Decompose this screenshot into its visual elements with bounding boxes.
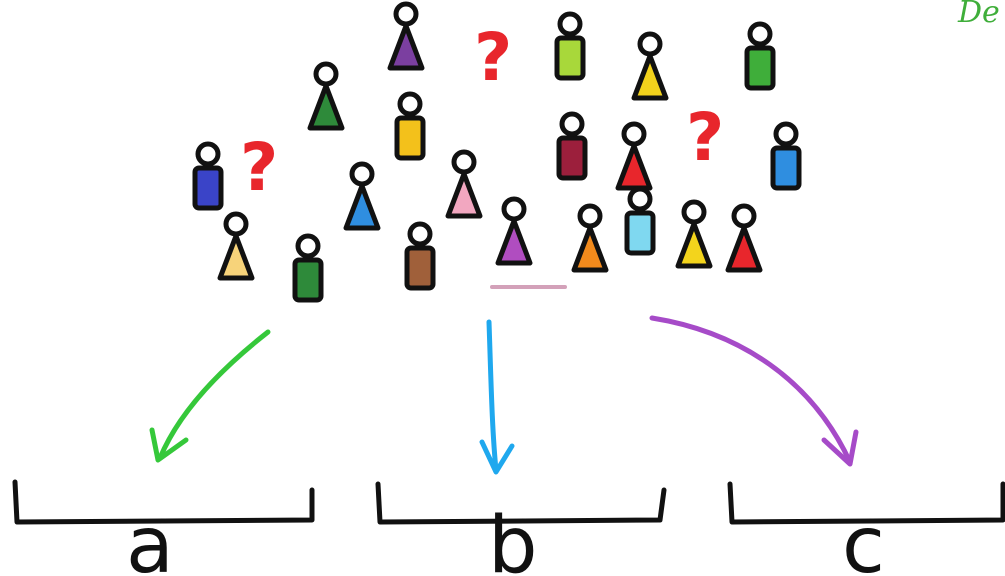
person-body: [307, 83, 345, 131]
person-figure: [394, 91, 426, 161]
person-head: [501, 196, 527, 222]
person-body: [217, 233, 255, 281]
person-head: [223, 211, 249, 237]
question-marks: ? ? ?: [240, 19, 724, 206]
person-body: [770, 145, 802, 191]
person-head: [393, 1, 419, 27]
person-head: [637, 31, 663, 57]
person-body: [675, 221, 713, 269]
person-head: [577, 203, 603, 229]
person-figure: [744, 21, 776, 91]
person-head: [195, 141, 221, 167]
person-body: [554, 35, 586, 81]
bucket-a: [12, 479, 315, 525]
person-figure: [624, 186, 656, 256]
person-figure: [343, 161, 381, 231]
person-figure: [631, 31, 669, 101]
person-body: [394, 115, 426, 161]
person-head: [773, 121, 799, 147]
person-head: [557, 11, 583, 37]
bucket-label-c: c: [842, 501, 885, 576]
person-figure: [556, 111, 588, 181]
person-figure: [571, 203, 609, 273]
person-body: [495, 218, 533, 266]
person-head: [747, 21, 773, 47]
person-body: [744, 45, 776, 91]
person-figure: [404, 221, 436, 291]
person-head: [407, 221, 433, 247]
person-figure: [192, 141, 224, 211]
person-body: [192, 165, 224, 211]
person-body: [631, 53, 669, 101]
person-figure: [725, 203, 763, 273]
person-figure: [675, 199, 713, 269]
person-body: [292, 257, 324, 303]
question-mark-3: ?: [686, 99, 724, 176]
person-figure: [615, 121, 653, 191]
person-head: [295, 233, 321, 259]
person-figure: [387, 1, 425, 71]
person-head: [627, 186, 653, 212]
person-figure: [770, 121, 802, 191]
person-body: [725, 225, 763, 273]
person-head: [731, 203, 757, 229]
person-head: [451, 149, 477, 175]
person-figure: [217, 211, 255, 281]
person-body: [556, 135, 588, 181]
person-head: [559, 111, 585, 137]
person-body: [624, 210, 656, 256]
person-head: [681, 199, 707, 225]
bucket-c: [727, 481, 1005, 525]
person-body: [404, 245, 436, 291]
arrow-to-a: [149, 329, 271, 463]
person-body: [343, 183, 381, 231]
bucket-label-a: a: [126, 501, 174, 576]
question-mark-2: ?: [240, 129, 278, 206]
corner-text: De: [957, 0, 1000, 30]
bucket-label-b: b: [488, 501, 538, 576]
person-figure: [307, 61, 345, 131]
person-head: [313, 61, 339, 87]
person-head: [349, 161, 375, 187]
person-head: [621, 121, 647, 147]
crowd: [192, 1, 802, 303]
person-body: [445, 171, 483, 219]
question-mark-1: ?: [474, 19, 512, 96]
person-figure: [445, 149, 483, 219]
person-body: [387, 23, 425, 71]
person-figure: [292, 233, 324, 303]
person-figure: [495, 196, 533, 266]
arrow-to-c: [649, 315, 859, 467]
arrow-to-b: [479, 319, 515, 475]
person-head: [397, 91, 423, 117]
bucket-b: [375, 481, 667, 525]
person-body: [571, 225, 609, 273]
person-body: [615, 143, 653, 191]
person-figure: [554, 11, 586, 81]
